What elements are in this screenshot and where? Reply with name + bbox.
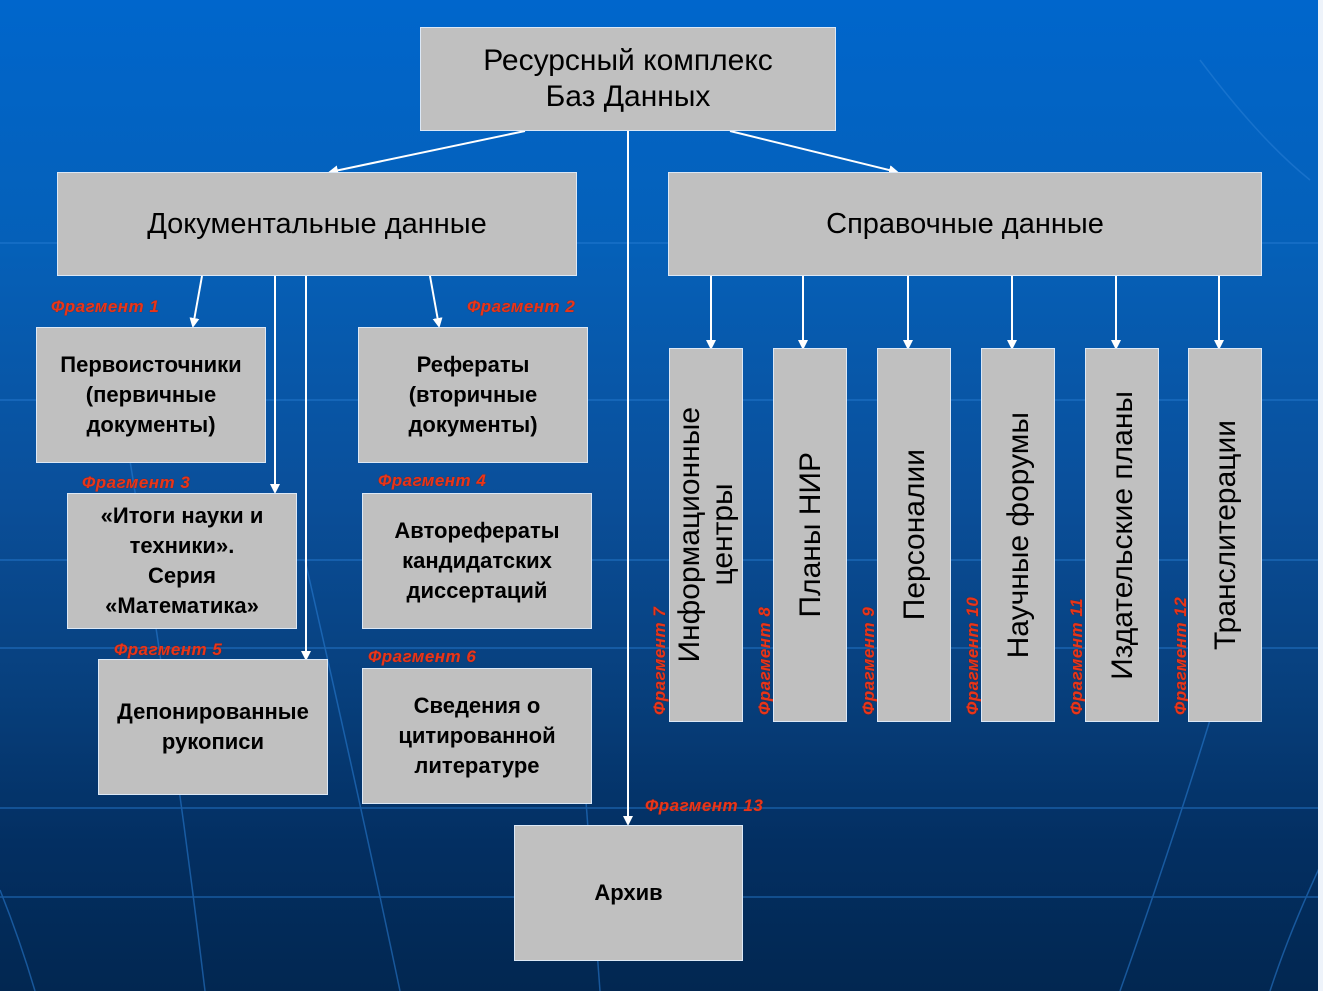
- archive-label: Архив: [594, 880, 663, 905]
- fragment-label-4: Фрагмент 4: [378, 471, 487, 490]
- fragment-label-10: Фрагмент 10: [963, 596, 982, 715]
- fragment-label-8: Фрагмент 8: [755, 606, 774, 715]
- personalia-node: Персоналии: [877, 348, 951, 722]
- fragment-label-6: Фрагмент 6: [368, 647, 477, 666]
- fragment-label-7: Фрагмент 7: [650, 606, 669, 715]
- research-plans-node: Планы НИР: [773, 348, 847, 722]
- documental-data-node: Документальные данные: [57, 172, 577, 276]
- node-text-line: Научные форумы: [1001, 411, 1035, 659]
- node-text-line: «Итоги науки и: [100, 503, 264, 528]
- dissertation-abstracts-node: Авторефераты кандидатских диссертаций: [362, 493, 592, 629]
- node-text-line: (вторичные: [408, 382, 538, 407]
- node-text-line: цитированной: [398, 723, 556, 748]
- documental-data-label: Документальные данные: [147, 207, 487, 240]
- node-text-line: Информационные: [673, 407, 706, 663]
- arrow-root-to-reference: [729, 130, 899, 175]
- root-title-line1: Ресурсный комплекс: [483, 44, 773, 77]
- fragment-label-9: Фрагмент 9: [859, 606, 878, 715]
- node-text-line: Издательские планы: [1105, 390, 1139, 680]
- publishing-plans-node: Издательские планы: [1085, 348, 1159, 722]
- fragment-label-5: Фрагмент 5: [114, 640, 223, 659]
- node-text-line: Транслитерации: [1208, 420, 1242, 650]
- deposited-manuscripts-node: Депонированные рукописи: [98, 659, 328, 795]
- node-text-line: Авторефераты: [394, 518, 560, 543]
- node-text-line: центры: [706, 483, 739, 587]
- node-text-line: кандидатских: [402, 548, 552, 573]
- abstracts-node: Рефераты (вторичные документы): [358, 327, 588, 463]
- root-title-line2: Баз Данных: [545, 80, 711, 113]
- node-text-line: документы): [408, 412, 538, 437]
- scientific-forums-node: Научные форумы: [981, 348, 1055, 722]
- reference-data-label: Справочные данные: [826, 207, 1104, 240]
- fragment-label-3: Фрагмент 3: [82, 473, 191, 492]
- fragment-label-13: Фрагмент 13: [645, 796, 764, 815]
- information-centers-node: Информационные центры: [669, 348, 743, 722]
- reference-data-node: Справочные данные: [668, 172, 1262, 276]
- node-text-line: Депонированные: [117, 699, 309, 724]
- node-text-line: техники».: [129, 533, 235, 558]
- arrow-to-fragment-1: [189, 275, 203, 328]
- arrow-to-fragment-2: [429, 275, 443, 328]
- node-text-line: (первичные: [85, 382, 217, 407]
- right-edge-strip: [1318, 0, 1323, 991]
- science-results-series-node: «Итоги науки и техники». Серия «Математи…: [67, 493, 297, 629]
- primary-sources-node: Первоисточники (первичные документы): [36, 327, 266, 463]
- node-text-line: Персоналии: [897, 449, 931, 621]
- node-text-line: рукописи: [161, 729, 265, 754]
- node-text-line: «Математика»: [105, 593, 259, 618]
- archive-node: Архив: [514, 825, 743, 961]
- fragment-label-11: Фрагмент 11: [1067, 597, 1086, 715]
- fragment-label-2: Фрагмент 2: [467, 297, 576, 316]
- root-node: Ресурсный комплекс Баз Данных: [420, 27, 836, 131]
- transliterations-node: Транслитерации: [1188, 348, 1262, 722]
- citation-data-node: Сведения о цитированной литературе: [362, 668, 592, 804]
- node-text-line: Первоисточники: [60, 352, 242, 377]
- fragment-label-1: Фрагмент 1: [51, 297, 160, 316]
- node-text-line: документы): [86, 412, 216, 437]
- node-text-line: Планы НИР: [793, 452, 827, 618]
- node-text-line: Серия: [148, 563, 216, 588]
- node-text-line: диссертаций: [406, 578, 548, 603]
- node-text-line: Сведения о: [413, 693, 541, 718]
- arrow-root-to-documental: [328, 130, 526, 176]
- node-text-line: Рефераты: [416, 352, 530, 377]
- node-text-line: литературе: [414, 753, 540, 778]
